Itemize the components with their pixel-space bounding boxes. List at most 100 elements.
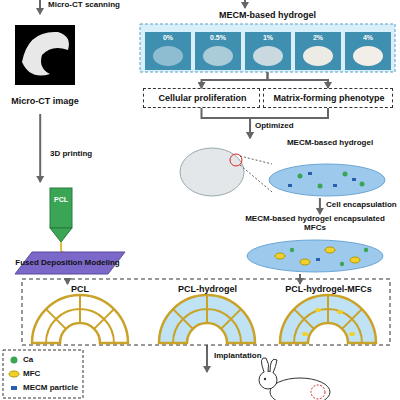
node-text: PCL-hydrogel-MFCs (272, 284, 385, 294)
printer-panel: PCL Fused Deposition Modeling (10, 182, 125, 278)
scaffold-group-part (302, 332, 308, 336)
optimized-hydrogel-part (240, 156, 272, 192)
optimized-hydrogel-part (360, 182, 365, 187)
hydrogel-band-part (195, 32, 241, 70)
printer-illustration-part (50, 228, 72, 242)
flow-arrow (299, 274, 301, 284)
scaffold-group-part (159, 295, 255, 343)
node-text: Fused Deposition Modeling (10, 258, 125, 267)
legend-text: Ca (23, 356, 33, 365)
legend-sample (8, 369, 20, 379)
edge-label: 3D printing (50, 150, 92, 159)
hydrogel-band-part (153, 46, 183, 66)
hydrogel-band-part (353, 46, 383, 66)
rabbit-illustration-part (270, 378, 330, 400)
node-text: Matrix-forming phenotype (264, 93, 394, 103)
encapsulated-hydrogel (247, 240, 383, 272)
hydrogel-band-part (253, 46, 283, 66)
edge-label: Cell encapsulation (326, 201, 397, 210)
rabbit-illustration-part (259, 371, 277, 389)
assay-box: Cellular proliferation (143, 88, 260, 108)
flow-arrow (202, 108, 251, 138)
optimized-hydrogel (180, 148, 385, 196)
flow-arrow (202, 72, 268, 88)
encapsulated-hydrogel-part (300, 259, 310, 265)
flow-arrow (39, 114, 41, 182)
hydrogel-band-part (303, 46, 333, 66)
image-panel: Micro-CT image (5, 22, 85, 114)
micro-ct-image-part (15, 25, 75, 85)
optimized-hydrogel-part (333, 184, 337, 187)
input-arrows-part (39, 0, 41, 14)
step-label: Implantation (214, 352, 262, 361)
optimized-hydrogel-part (352, 178, 356, 181)
hydrogel-zoom: MECM-based hydrogel (175, 138, 390, 198)
encapsulated-hydrogel-part (364, 248, 368, 252)
legend-shape (11, 357, 18, 364)
encapsulated-hydrogel-part (350, 257, 360, 263)
edge-label: Optimized (255, 122, 294, 131)
scaffold-group (22, 279, 390, 345)
node-text: 1% (245, 34, 291, 42)
scaffold-item: PCL-hydrogel (155, 284, 260, 342)
input-arrows-part (244, 0, 246, 8)
legend-shape (9, 371, 19, 377)
step-label: Micro-CT scanning (48, 1, 120, 10)
optimized-hydrogel-part (343, 172, 348, 177)
hydrogel-band-part (245, 32, 291, 70)
node-text: PCL (50, 196, 72, 204)
scaffold-group-part (280, 295, 376, 343)
node-text: MECM-based hydrogel (270, 138, 390, 147)
node-text: 0.5% (195, 34, 241, 42)
node-text: MECM-based hydrogel encapsulated MFCs (240, 214, 390, 232)
hydrogel-band (140, 24, 395, 72)
scaffold-item: PCL (30, 284, 130, 342)
hydrogel-band-part (140, 24, 395, 72)
node-text: PCL (30, 284, 130, 294)
optimized-hydrogel-part (308, 172, 312, 175)
scaffold-group-part (337, 310, 343, 314)
rabbit-illustration-part (311, 385, 325, 399)
node-text: 4% (345, 34, 391, 42)
legend-text: MFC (23, 370, 40, 379)
hydrogel-band: MECM-based hydrogel 0% 0.5% 1% 2% 4% (140, 8, 395, 72)
hydrogel-band-part (345, 32, 391, 70)
legend-shape (11, 386, 17, 390)
printer-illustration-part (50, 188, 72, 228)
assay-box: Matrix-forming phenotype (263, 88, 393, 108)
encapsulation-panel: MECM-based hydrogel encapsulated MFCs (240, 214, 390, 274)
scaffold-group-part (159, 295, 255, 343)
node-text: MECM-based hydrogel (140, 10, 395, 20)
legend-text: MECM particle (23, 384, 78, 393)
rabbit-illustration-part (261, 358, 277, 373)
hydrogel-band-part (145, 32, 191, 70)
optimized-hydrogel-part (180, 148, 244, 196)
optimized-hydrogel-part (269, 164, 385, 196)
node-text: 0% (145, 34, 191, 42)
encapsulated-hydrogel-part (316, 258, 320, 261)
input-arrows-part (206, 345, 208, 372)
node-text: Cellular proliferation (144, 93, 261, 103)
node-text: PCL-hydrogel (155, 284, 260, 294)
hydrogel-band-part (203, 46, 233, 66)
hydrogel-band-part (295, 32, 341, 70)
encapsulated-hydrogel-part (290, 248, 294, 252)
encapsulated-hydrogel-part (247, 240, 383, 272)
optimized-hydrogel-part (318, 184, 323, 189)
optimized-hydrogel-part (298, 174, 303, 179)
node-text: Micro-CT image (5, 96, 85, 106)
encapsulated-hydrogel-part (325, 247, 335, 253)
rabbit-illustration-part (264, 378, 266, 380)
scaffold-group-part (315, 308, 321, 312)
node-text: 2% (295, 34, 341, 42)
micro-ct-image (15, 25, 75, 85)
optimized-hydrogel-part (288, 184, 292, 187)
micro-ct-image-part (22, 32, 69, 76)
flow-arrow (268, 72, 329, 88)
flow-arrow (67, 278, 69, 284)
flow-arrow (319, 198, 321, 214)
scaffold-group-part (32, 295, 128, 343)
scaffold-group-part (22, 279, 390, 345)
encapsulated-hydrogel-part (340, 262, 344, 266)
